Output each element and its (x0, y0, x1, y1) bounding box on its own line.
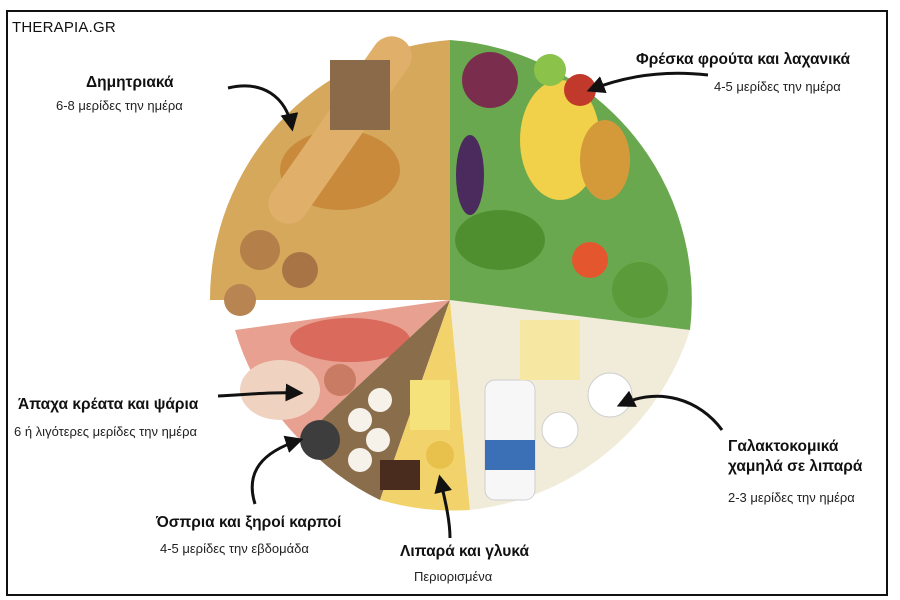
arrow-legumes-nuts (250, 435, 304, 505)
grains-title: Δημητριακά (86, 74, 174, 91)
fats-sweets-servings: Περιορισμένα (414, 569, 493, 584)
fruits-veg-title: Φρέσκα φρούτα και λαχανικά (636, 51, 851, 68)
fruits-veg-servings: 4-5 μερίδες την ημέρα (714, 79, 841, 94)
legumes-nuts-segment (300, 300, 450, 500)
arrow-fruits-veg (586, 71, 709, 94)
grains-segment (209, 36, 450, 316)
dairy-title-line2: χαμηλά σε λιπαρά (728, 458, 863, 475)
dairy-servings: 2-3 μερίδες την ημέρα (728, 490, 855, 505)
meat-fish-servings: 6 ή λιγότερες μερίδες την ημέρα (14, 424, 197, 439)
dairy-segment (450, 300, 690, 510)
site-logo: THERAPIA.GR (12, 19, 116, 36)
fruits-vegetables-segment (450, 40, 692, 330)
fats-sweets-segment (380, 300, 470, 511)
arrow-grains (227, 84, 299, 132)
image-frame (6, 10, 888, 596)
arrow-meat-fish (217, 383, 304, 402)
legumes-nuts-title: Όσπρια και ξηροί καρποί (156, 514, 342, 531)
legumes-nuts-servings: 4-5 μερίδες την εβδομάδα (160, 541, 309, 556)
fats-sweets-title: Λιπαρά και γλυκά (400, 543, 529, 560)
dairy-title-line1: Γαλακτοκομικά (728, 438, 839, 455)
grains-servings: 6-8 μερίδες την ημέρα (56, 98, 183, 113)
arrow-fats-sweets (434, 474, 452, 539)
meat-fish-segment (235, 300, 450, 440)
arrow-dairy (616, 390, 724, 431)
meat-fish-title: Άπαχα κρέατα και ψάρια (18, 396, 199, 413)
